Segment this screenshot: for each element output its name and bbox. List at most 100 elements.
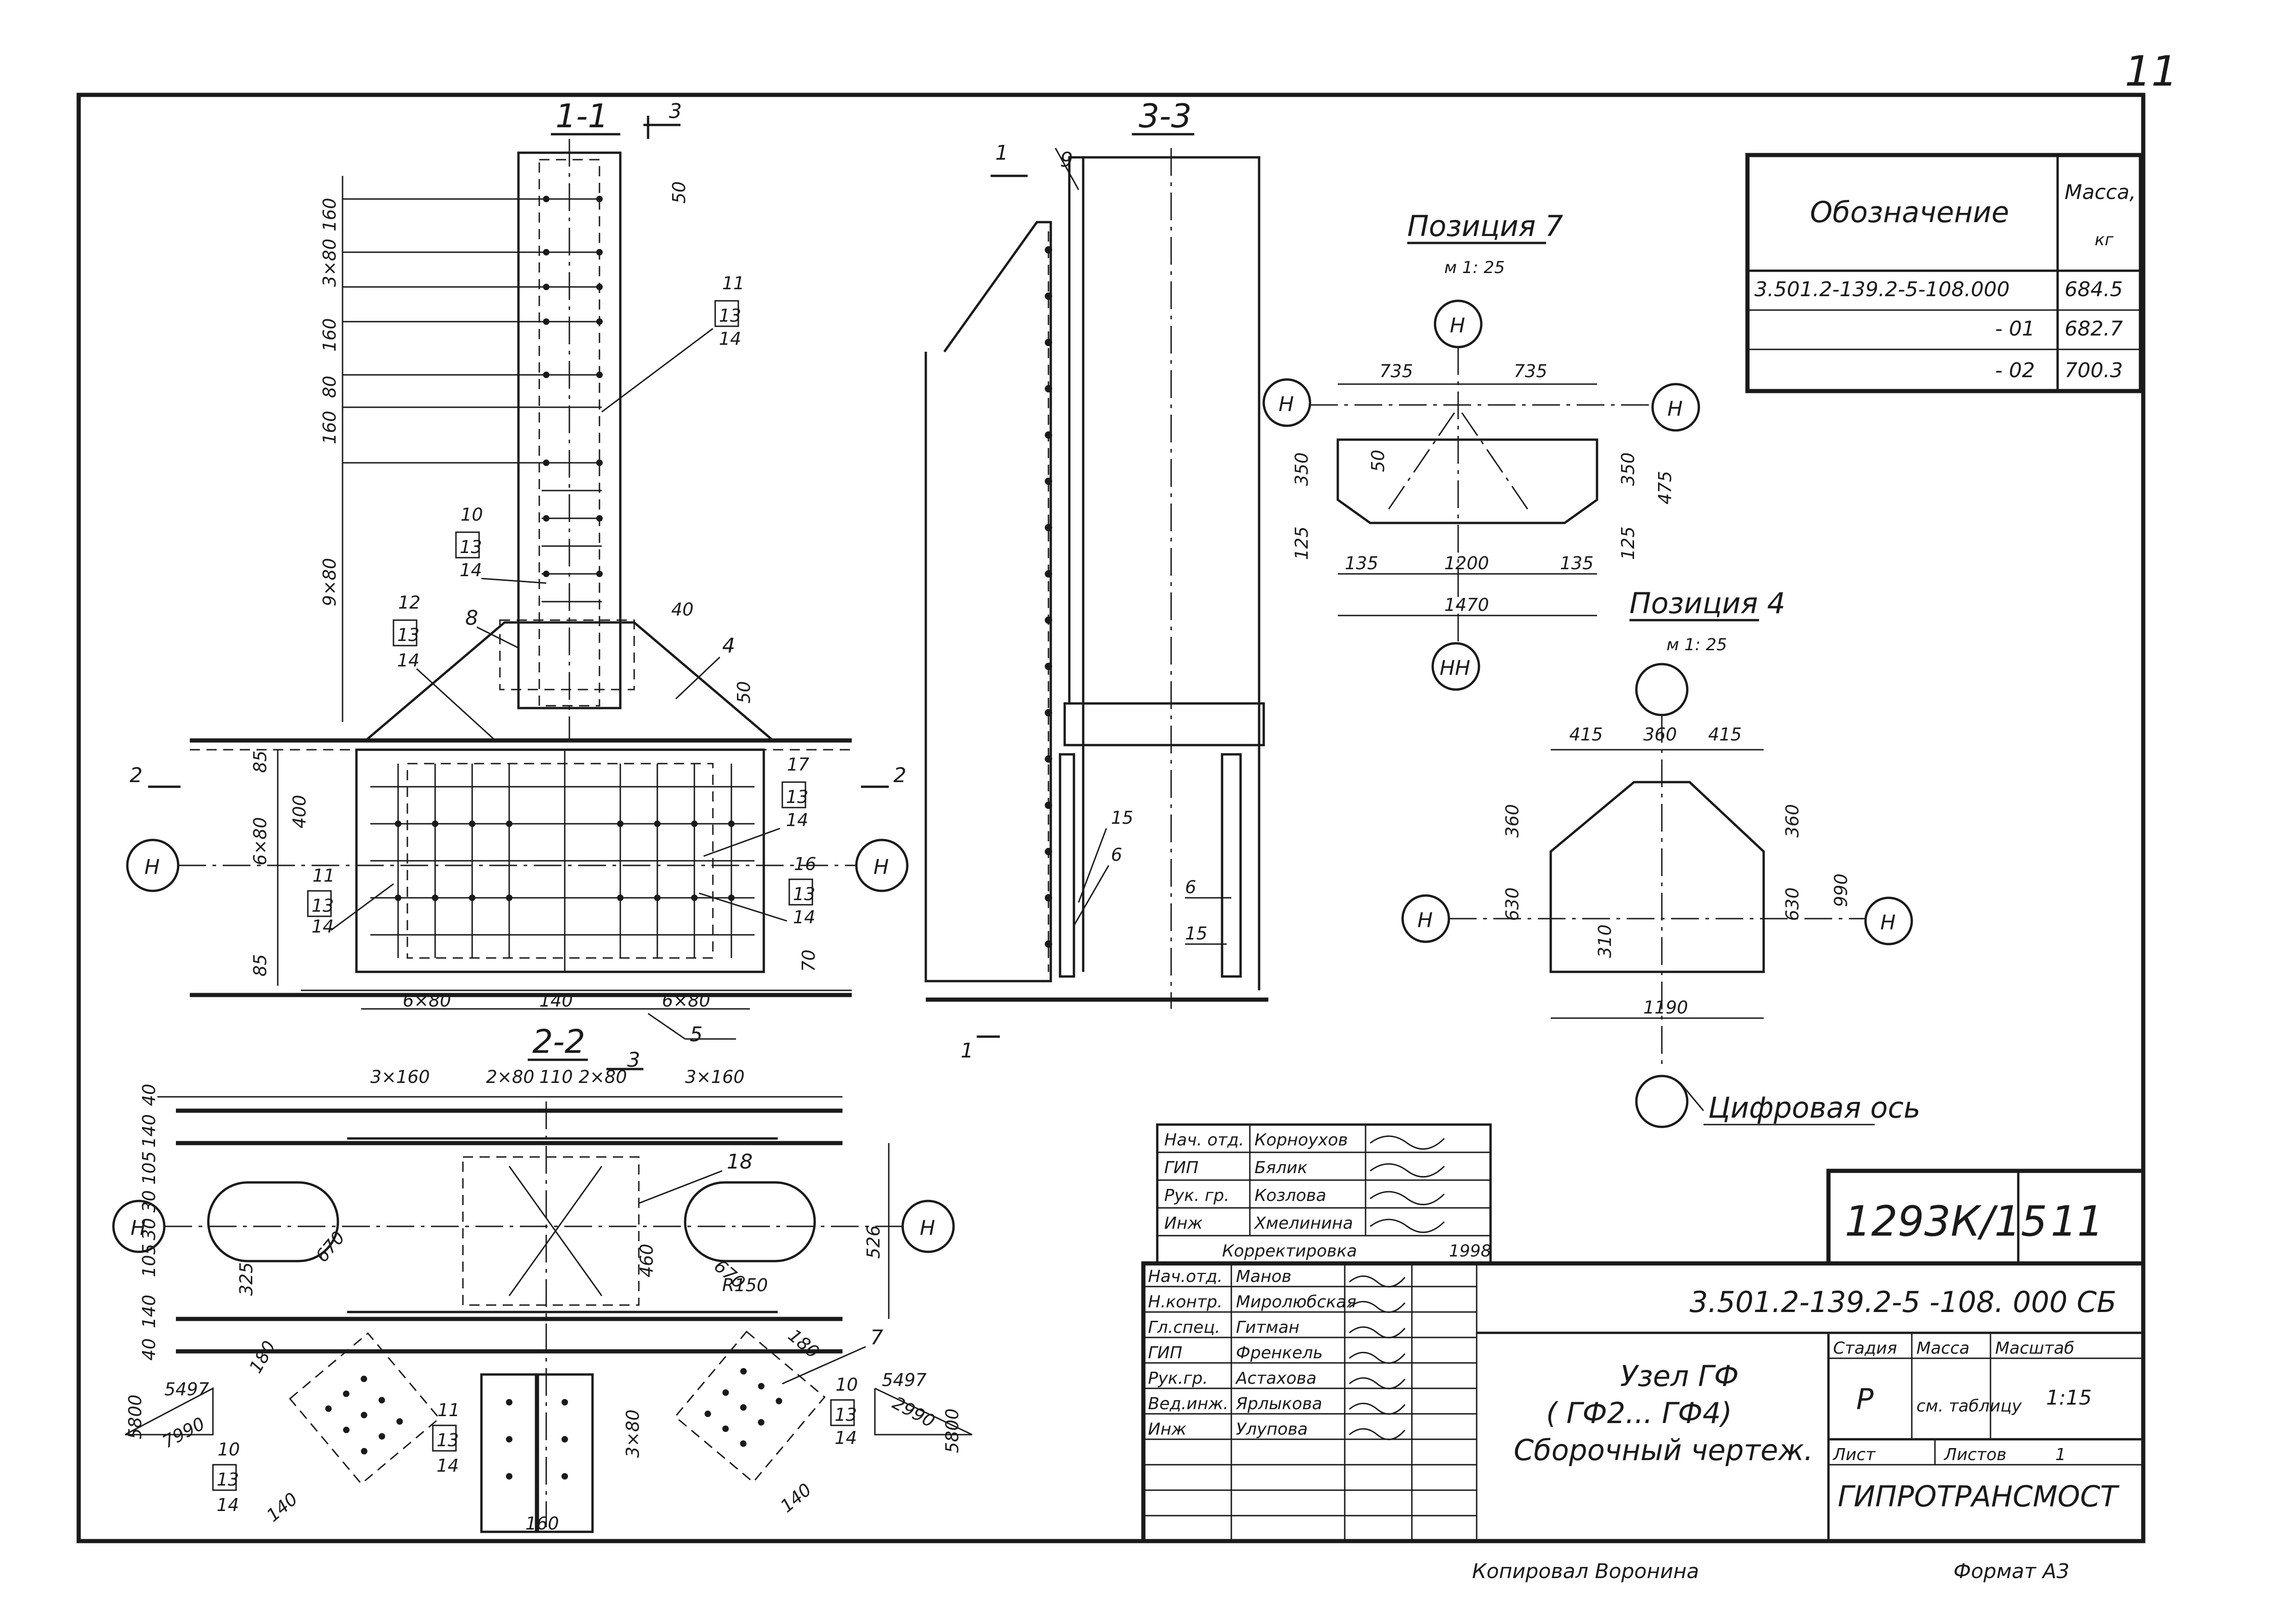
dim-80: 80 xyxy=(319,376,340,398)
dim-135-left: 135 xyxy=(1345,553,1379,573)
callout-17-13-14: 17 13 14 xyxy=(703,754,809,857)
coord-triangle-right: 5497 2990 5800 xyxy=(874,1370,973,1453)
dim-160-b: 160 xyxy=(319,318,340,352)
svg-text:14: 14 xyxy=(437,1455,459,1476)
dim-50-top: 50 xyxy=(669,181,689,204)
dim-460: 460 xyxy=(636,1244,657,1277)
position-7-scale: м 1: 25 xyxy=(1444,258,1505,277)
label-7: 7 xyxy=(870,1326,883,1349)
approval-role: ГИП xyxy=(1148,1343,1182,1362)
axis-bubble-h-right xyxy=(855,839,909,892)
svg-text:5497: 5497 xyxy=(164,1379,209,1399)
signature xyxy=(1370,1191,1445,1206)
cut-mark-2-right: 2 xyxy=(893,764,906,787)
svg-text:14: 14 xyxy=(719,329,741,349)
svg-text:14: 14 xyxy=(786,810,808,830)
dim-1190: 1190 xyxy=(1643,997,1688,1018)
svg-text:13: 13 xyxy=(793,884,815,904)
mass-table-header-designation: Обозначение xyxy=(1810,195,2009,229)
opening-right xyxy=(684,1181,816,1262)
gusset-side xyxy=(924,221,1052,983)
axis-label-h: Н xyxy=(1880,911,1896,934)
brace-plate-left xyxy=(289,1332,441,1485)
dim-670-left: 670 xyxy=(312,1227,349,1266)
position-7-detail: Позиция 7 м 1: 25 Н Н Н НН 735 735 350 5… xyxy=(1262,209,1700,691)
column-rebar xyxy=(343,196,603,603)
callout-12-13-14: 12 13 14 xyxy=(393,592,496,741)
callout-10-13-14-left: 10 13 14 xyxy=(212,1439,240,1515)
svg-text:10: 10 xyxy=(461,504,483,525)
approval-name: Хмелинина xyxy=(1254,1214,1353,1233)
drawing-frame xyxy=(76,93,2146,1543)
coord-triangle-left: 5497 5800 7990 xyxy=(125,1379,214,1452)
svg-text:13: 13 xyxy=(835,1405,857,1425)
callout-16-13-14: 16 13 14 xyxy=(699,854,816,927)
signature xyxy=(1349,1326,1406,1338)
dim-360-left: 360 xyxy=(1502,804,1522,838)
axis-label-h: Н xyxy=(1667,397,1683,421)
dim-160-c: 160 xyxy=(319,410,340,444)
dim-160-a: 160 xyxy=(319,198,340,231)
scale-label: Масштаб xyxy=(1995,1339,2074,1358)
dim-1200: 1200 xyxy=(1444,553,1489,573)
digital-axis-note: Цифровая ось xyxy=(1708,1091,1921,1125)
axis-label-hh: НН xyxy=(1440,656,1470,680)
approval-role: Инж xyxy=(1148,1420,1186,1439)
svg-text:5800: 5800 xyxy=(125,1394,145,1439)
dim-50-right: 50 xyxy=(734,681,754,703)
dim-180-right: 180 xyxy=(784,1325,823,1362)
signature xyxy=(1349,1352,1406,1364)
approval-name: Гитман xyxy=(1236,1318,1299,1337)
signature xyxy=(1370,1163,1445,1178)
svg-text:14: 14 xyxy=(397,650,419,671)
svg-text:14: 14 xyxy=(793,907,815,927)
dim-6x80-left: 6×80 xyxy=(403,990,451,1011)
dim-990: 990 xyxy=(1831,873,1851,907)
svg-text:11: 11 xyxy=(722,273,744,293)
label-18: 18 xyxy=(727,1150,753,1174)
dim-6x80-side: 6×80 xyxy=(250,817,270,865)
axis-label-h: Н xyxy=(920,1216,935,1240)
dim-140: 140 xyxy=(539,990,573,1011)
organization: ГИПРОТРАНСМОСТ xyxy=(1838,1480,2120,1513)
axis-bubble-h-right-22 xyxy=(901,1200,955,1253)
cut-mark-1-bottom: 1 xyxy=(961,1039,973,1063)
approval-role: ГИП xyxy=(1164,1158,1198,1177)
label-5: 5 xyxy=(690,1023,703,1046)
section-1-1-title: 1-1 xyxy=(555,97,608,135)
mass-value: см. таблицу xyxy=(1916,1397,2022,1416)
dim-2x80-right: 2×80 xyxy=(579,1067,627,1087)
dim-180-left: 180 xyxy=(245,1337,280,1377)
sheets-count: 1 xyxy=(2055,1445,2066,1464)
mass-table-row-designation: 3.501.2-139.2-5-108.000 xyxy=(1754,278,2009,301)
axis-label-h: Н xyxy=(144,855,160,879)
member-body xyxy=(1068,156,1260,705)
dim-40-a: 40 xyxy=(139,1084,159,1106)
dim-125-right: 125 xyxy=(1618,526,1638,560)
stage-label: Стадия xyxy=(1833,1339,1897,1358)
dim-400: 400 xyxy=(289,795,310,828)
dim-140-a: 140 xyxy=(139,1114,159,1148)
svg-text:5497: 5497 xyxy=(882,1370,927,1390)
svg-text:11: 11 xyxy=(312,865,335,886)
position-7-title: Позиция 7 xyxy=(1407,209,1563,243)
axis-label-h: Н xyxy=(873,855,889,879)
dim-2x80-left: 2×80 xyxy=(486,1067,534,1087)
sheets-label: Листов xyxy=(1943,1445,2006,1464)
dim-3x160-right: 3×160 xyxy=(685,1067,745,1087)
approval-role: Инж xyxy=(1164,1214,1203,1233)
section-3-3: 3-3 9 1 1 15 6 6 xyxy=(924,97,1268,1063)
approval-role: Рук.гр. xyxy=(1148,1369,1208,1388)
mass-table-row-mass: 682.7 xyxy=(2065,317,2123,341)
bolt-column xyxy=(1045,231,1052,972)
signature xyxy=(1370,1135,1445,1150)
signature xyxy=(1349,1403,1406,1415)
dim-350-right: 350 xyxy=(1618,452,1638,486)
svg-text:14: 14 xyxy=(217,1495,239,1515)
section-2-2-title: 2-2 xyxy=(532,1023,585,1061)
label-6-b: 6 xyxy=(1185,877,1196,897)
base-rebar-grid xyxy=(370,764,755,958)
approval-name: Улупова xyxy=(1236,1420,1308,1439)
signature xyxy=(1349,1428,1406,1440)
